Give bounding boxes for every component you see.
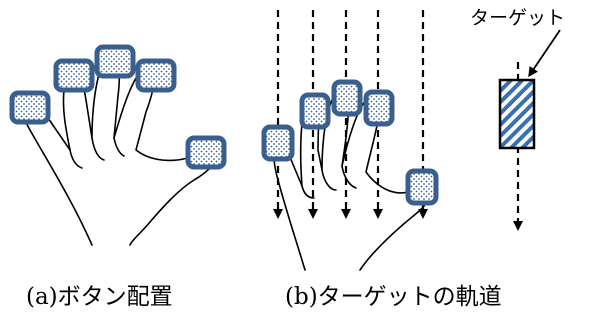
button-b-middle: [331, 79, 363, 117]
target-block: [498, 78, 536, 150]
caption-b: (b)ターゲットの軌道: [285, 284, 502, 310]
button-b-pinky: [261, 124, 295, 162]
button-thumb: [185, 135, 227, 170]
button-b-thumb: [405, 168, 439, 206]
hand-b: [273, 90, 429, 271]
button-b-ring: [299, 92, 331, 130]
button-middle: [94, 44, 136, 79]
button-index: [135, 58, 177, 93]
target-pointer-arrow: [528, 29, 561, 78]
button-b-index: [363, 89, 395, 127]
button-ring: [53, 58, 95, 93]
target-label: ターゲット: [470, 7, 566, 29]
button-pinky: [9, 90, 51, 125]
caption-a: (a)ボタン配置: [26, 284, 173, 310]
